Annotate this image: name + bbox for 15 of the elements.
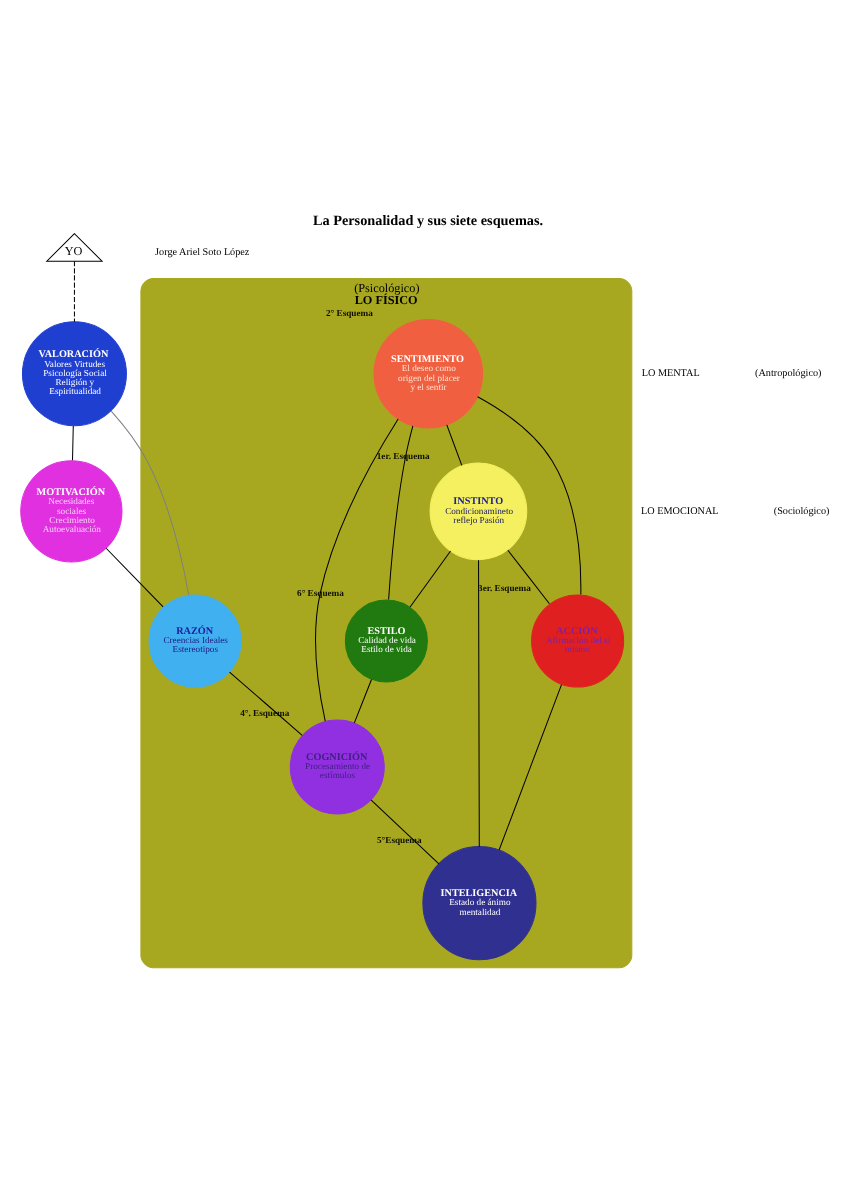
connector xyxy=(388,424,414,599)
connector xyxy=(110,409,190,595)
connector xyxy=(409,549,452,607)
connector xyxy=(477,395,582,595)
connector xyxy=(498,683,562,850)
connector xyxy=(71,424,74,460)
connector xyxy=(353,678,372,723)
connector xyxy=(229,670,303,735)
connector xyxy=(73,259,75,322)
connector xyxy=(446,423,463,465)
connector xyxy=(315,417,399,721)
connector xyxy=(507,548,550,604)
connector xyxy=(105,546,164,607)
connector xyxy=(478,558,480,847)
connector xyxy=(370,798,440,864)
